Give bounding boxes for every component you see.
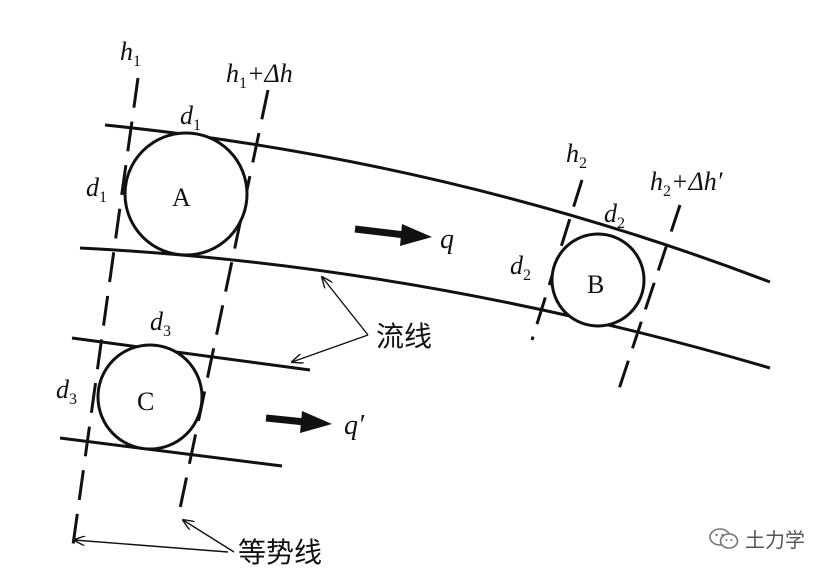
equipotential-h1: [70, 77, 140, 553]
label-h2-plus-delta: h2+Δh′: [650, 167, 723, 200]
streamline-pointer-2: [292, 334, 369, 362]
label-h1-plus-delta: h1+Δh: [226, 59, 293, 92]
flow-arrow-q-prime: [265, 411, 332, 433]
svg-text:h2: h2: [566, 139, 587, 172]
label-d1-left: d1: [86, 173, 107, 206]
streamline-pointer-1: [322, 277, 369, 336]
equipotential-pointer-2: [183, 520, 235, 553]
label-d2-left: d2: [510, 251, 531, 284]
streamline-label: 流线: [376, 320, 432, 353]
label-d2-top: d2: [604, 199, 625, 232]
circle-c: [96, 343, 204, 451]
svg-text:h1+Δh: h1+Δh: [226, 59, 293, 92]
streamline-lower-bottom: [59, 436, 283, 468]
streamline-lower-top: [71, 336, 311, 372]
wechat-icon: [709, 527, 739, 549]
label-d3-top: d3: [150, 307, 171, 340]
equipotential-h1-plus: [176, 89, 270, 519]
label-d3-left: d3: [56, 375, 77, 408]
circle-b-label: B: [587, 270, 604, 299]
svg-text:h1: h1: [120, 37, 141, 70]
equipotential-pointer-1: [74, 540, 229, 553]
label-h1: h1: [120, 37, 141, 70]
flow-label-q-prime: q′: [344, 410, 365, 441]
label-d1-top: d1: [180, 101, 201, 134]
equipotential-h2-plus: [616, 204, 682, 393]
svg-text:h2+Δh′: h2+Δh′: [650, 167, 723, 200]
label-h2: h2: [566, 139, 587, 172]
circle-a-label: A: [172, 183, 191, 212]
circle-a: [123, 131, 249, 257]
equipotential-label: 等势线: [238, 536, 322, 569]
watermark-text: 土力学: [745, 528, 805, 552]
watermark: 土力学: [709, 524, 805, 553]
circle-b: [550, 232, 646, 328]
flow-label-q: q: [440, 224, 454, 255]
flow-arrow-q: [354, 224, 432, 246]
circle-c-label: C: [137, 387, 154, 416]
